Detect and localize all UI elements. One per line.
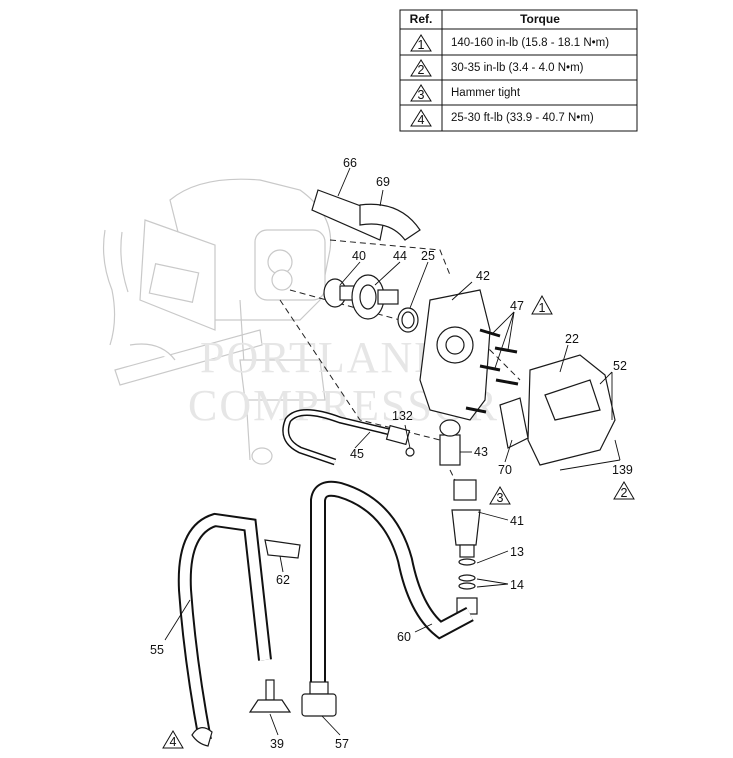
assembly-line — [279, 299, 441, 441]
table-torque-cell: 30-35 in-lb (3.4 - 4.0 N•m) — [451, 62, 584, 74]
part-39-fitting — [248, 679, 292, 713]
part-label-25: 25 — [421, 249, 435, 263]
part-label-69: 69 — [376, 175, 390, 189]
part-40-gear — [323, 278, 355, 308]
torque-ref-triangle-icon — [410, 34, 432, 52]
part-label-57: 57 — [335, 737, 349, 751]
part-label-40: 40 — [352, 249, 366, 263]
table-row: 3 Hammer tight — [410, 84, 521, 102]
torque-callout-139: 2 — [621, 486, 628, 500]
torque-callout-55: 4 — [170, 735, 177, 749]
table-header-torque: Torque — [520, 12, 560, 26]
torque-ref-triangle-icon — [531, 294, 553, 315]
part-label-42: 42 — [476, 269, 490, 283]
part-label-39: 39 — [270, 737, 284, 751]
part-label-55: 55 — [150, 643, 164, 657]
table-ref-cell: 2 — [418, 63, 425, 77]
torque-ref-triangle-icon — [410, 109, 432, 127]
part-55-hose — [177, 512, 272, 742]
part-label-45: 45 — [350, 447, 364, 461]
part-42-housing — [419, 289, 491, 421]
part-label-132: 132 — [392, 409, 413, 423]
table-row: 4 25-30 ft-lb (33.9 - 40.7 N•m) — [410, 109, 594, 127]
part-label-13: 13 — [510, 545, 524, 559]
part-45-hose — [282, 409, 415, 466]
part-25-washer-hole — [401, 311, 415, 329]
table-ref-cell: 1 — [418, 38, 425, 52]
assembly-line — [289, 289, 401, 321]
part-label-41: 41 — [510, 514, 524, 528]
part-label-52: 52 — [613, 359, 627, 373]
part-60-hose — [310, 480, 474, 685]
part-labels: 66 69 40 44 25 42 47 22 52 132 45 43 70 … — [150, 156, 633, 751]
assembly-line — [439, 299, 521, 381]
part-14-ring — [458, 582, 476, 590]
torque-ref-triangle-icon — [410, 59, 432, 77]
torque-ref-triangle-icon — [489, 486, 511, 505]
part-label-22: 22 — [565, 332, 579, 346]
torque-callouts: 1 2 3 4 — [162, 294, 635, 749]
part-66-handle — [311, 189, 421, 241]
ghost-sprayer-frame — [102, 178, 332, 465]
part-70-plate — [499, 397, 529, 449]
part-57-strainer — [301, 681, 337, 717]
part-label-66: 66 — [343, 156, 357, 170]
part-label-62: 62 — [276, 573, 290, 587]
part-13-ring — [458, 558, 476, 566]
part-62-clip — [264, 539, 301, 559]
table-ref-cell: 3 — [418, 88, 425, 102]
watermark-line1: PORTLAND — [200, 333, 448, 382]
table-row: 1 140-160 in-lb (15.8 - 18.1 N•m) — [410, 34, 609, 52]
part-label-139: 139 — [612, 463, 633, 477]
part-label-47: 47 — [510, 299, 524, 313]
table-header-ref: Ref. — [410, 12, 433, 26]
part-44-gear — [351, 274, 399, 320]
part-41-pump — [451, 479, 481, 558]
torque-table: Ref. Torque 1 140-160 in-lb (15.8 - 18.1… — [399, 9, 638, 132]
table-torque-cell: 25-30 ft-lb (33.9 - 40.7 N•m) — [451, 112, 594, 124]
part-47-bolts — [465, 328, 519, 414]
assembly-line — [329, 239, 451, 276]
part-label-44: 44 — [393, 249, 407, 263]
part-label-60: 60 — [397, 630, 411, 644]
part-label-43: 43 — [474, 445, 488, 459]
torque-ref-triangle-icon — [410, 84, 432, 102]
part-22-cover — [527, 354, 616, 466]
leader-lines — [164, 167, 621, 736]
part-label-70: 70 — [498, 463, 512, 477]
table-ref-cell: 4 — [418, 113, 425, 127]
torque-callout-41: 3 — [497, 491, 504, 505]
torque-ref-triangle-icon — [162, 730, 184, 749]
part-14-ring — [458, 574, 476, 582]
table-torque-cell: 140-160 in-lb (15.8 - 18.1 N•m) — [451, 37, 609, 49]
part-43-fitting — [439, 419, 461, 466]
torque-callout-47: 1 — [539, 301, 546, 315]
torque-ref-triangle-icon — [613, 481, 635, 500]
part-label-14: 14 — [510, 578, 524, 592]
table-row: 2 30-35 in-lb (3.4 - 4.0 N•m) — [410, 59, 584, 77]
table-torque-cell: Hammer tight — [451, 87, 521, 99]
part-55-elbow — [191, 727, 213, 747]
